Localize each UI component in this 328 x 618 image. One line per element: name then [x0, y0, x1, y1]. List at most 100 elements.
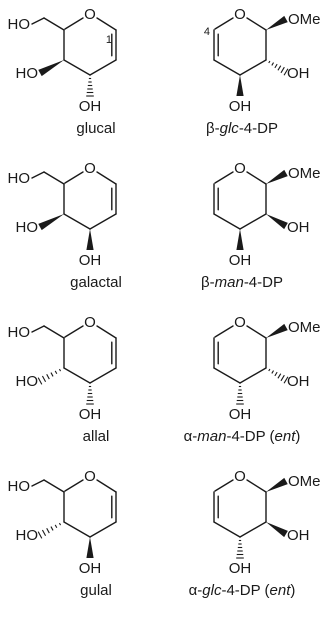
- hash-stroke: [277, 65, 282, 71]
- hash-stroke: [283, 68, 289, 76]
- bond-c6-o6: [31, 17, 45, 25]
- hydroxyl-label: OH: [79, 252, 102, 269]
- hash-stroke: [46, 528, 50, 534]
- ring-bond: [96, 17, 117, 31]
- ring-bond: [214, 325, 234, 338]
- ring-oxygen-label: O: [84, 160, 96, 177]
- compound-name: allal: [83, 428, 110, 445]
- hydroxyl-label: OH: [287, 373, 310, 390]
- hash-stroke: [46, 374, 50, 380]
- hash-stroke: [54, 524, 58, 529]
- ring-bond: [63, 59, 91, 76]
- compound-name: β-man-4-DP: [201, 274, 283, 291]
- compound-name-part: ): [295, 428, 300, 445]
- bond-c5-c6: [43, 17, 65, 31]
- hydroxyl-label: OH: [229, 252, 252, 269]
- ring-bond: [63, 213, 91, 230]
- ring-bond: [89, 59, 117, 76]
- stereo-bond-c3: [236, 385, 244, 405]
- methoxy-label: OMe: [288, 165, 321, 182]
- stereo-bond-c3: [236, 229, 244, 250]
- hash-stroke: [283, 376, 289, 384]
- hash-stroke: [37, 531, 43, 539]
- compound-name-part: glc: [220, 120, 240, 137]
- compound-name-part: -4-DP: [244, 274, 283, 291]
- methoxy-label: OMe: [288, 473, 321, 490]
- hydroxyl-label: HO: [16, 219, 39, 236]
- stereo-bond-c4: [38, 214, 64, 231]
- bond-c5-c6: [43, 171, 65, 185]
- compound-name-part: ent: [270, 582, 292, 599]
- compound-name-part: -4-DP (: [226, 428, 274, 445]
- stereo-bond-c3: [86, 77, 94, 97]
- hydroxyl-label: HO: [8, 16, 31, 33]
- stereo-bond-c2: [268, 60, 289, 76]
- compound-name-part: -4-DP: [239, 120, 278, 137]
- hydroxyl-label: OH: [287, 527, 310, 544]
- stereo-bond-c1: [266, 477, 288, 492]
- ring-oxygen-label: O: [234, 6, 246, 23]
- hydroxyl-label: OH: [287, 219, 310, 236]
- hydroxyl-label: OH: [79, 560, 102, 577]
- ring-bond: [213, 521, 241, 538]
- ring-bond: [89, 213, 117, 230]
- stereo-bond-c1: [266, 169, 288, 184]
- ring-bond: [213, 59, 241, 76]
- compound-name-part: β-: [201, 274, 215, 291]
- ring-bond: [214, 479, 234, 492]
- compound-name: β-glc-4-DP: [206, 120, 278, 137]
- ring-bond: [96, 325, 117, 339]
- ring-bond: [96, 171, 117, 185]
- hash-stroke: [268, 368, 271, 372]
- compound-name: α-man-4-DP (ent): [184, 428, 301, 445]
- hydroxyl-label: OH: [229, 560, 252, 577]
- hash-stroke: [50, 372, 54, 377]
- methoxy-label: OMe: [288, 319, 321, 336]
- compound-name-part: -4-DP (: [221, 582, 269, 599]
- stereo-bond-c3: [86, 537, 94, 558]
- ring-bond: [213, 213, 241, 230]
- ring-bond: [246, 479, 267, 493]
- stereo-bond-c3: [236, 539, 244, 559]
- stereo-bond-c3: [236, 75, 244, 96]
- stereo-bond-c1: [266, 323, 288, 338]
- ring-bond: [239, 213, 267, 230]
- bond-c6-o6: [31, 325, 45, 333]
- ring-bond: [63, 367, 91, 384]
- hash-stroke: [58, 522, 62, 526]
- compound-name-part: β-: [206, 120, 220, 137]
- ring-bond: [239, 521, 267, 538]
- hash-stroke: [280, 374, 285, 382]
- ring-bond: [64, 479, 84, 492]
- bond-c5-c6: [43, 325, 65, 339]
- ring-bond: [246, 325, 267, 339]
- hash-stroke: [58, 368, 62, 372]
- ring-bond: [214, 17, 234, 30]
- compound-name-part: man: [197, 428, 226, 445]
- ring-oxygen-label: O: [234, 160, 246, 177]
- ring-bond: [64, 171, 84, 184]
- ring-oxygen-label: O: [234, 468, 246, 485]
- ring-oxygen-label: O: [84, 314, 96, 331]
- ring-bond: [239, 367, 267, 384]
- hash-stroke: [41, 375, 47, 382]
- compound-name-part: α-: [189, 582, 203, 599]
- hydroxyl-label: OH: [79, 406, 102, 423]
- hydroxyl-label: OH: [229, 98, 252, 115]
- ring-bond: [214, 171, 234, 184]
- hydroxyl-label: OH: [287, 65, 310, 82]
- compound-name: gulal: [80, 582, 112, 599]
- hydroxyl-label: OH: [229, 406, 252, 423]
- bond-c6-o6: [31, 479, 45, 487]
- stereo-bond-c4: [37, 522, 62, 539]
- hash-stroke: [277, 373, 282, 379]
- ring-oxygen-label: O: [84, 6, 96, 23]
- ring-bond: [89, 367, 117, 384]
- ring-bond: [89, 521, 117, 538]
